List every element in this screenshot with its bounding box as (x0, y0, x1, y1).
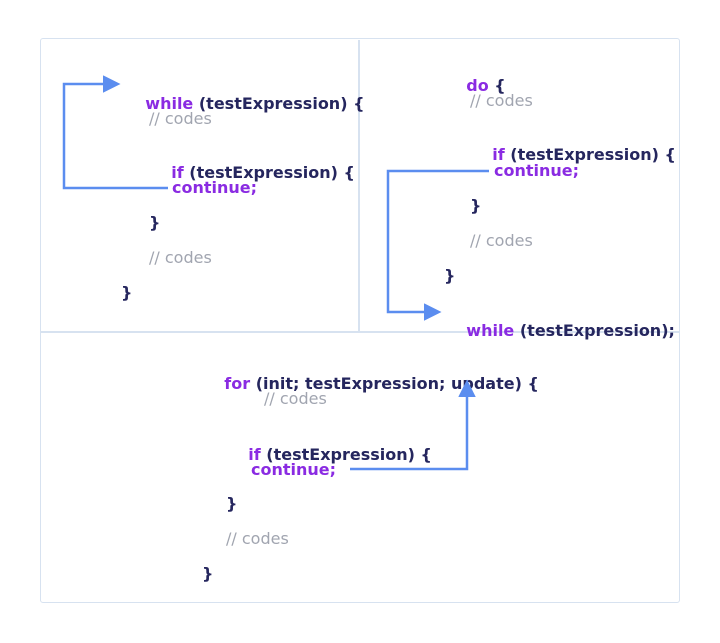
while-continue-statement: continue; (172, 178, 258, 197)
while-if-condition: (testExpression) { (183, 163, 355, 182)
do-comment-2: // codes (470, 231, 533, 250)
for-continue-statement: continue; (251, 460, 337, 479)
do-open-brace: { (488, 76, 506, 95)
for-comment-2: // codes (226, 529, 289, 548)
while-close-brace: } (121, 283, 133, 302)
for-statement: for (init; testExpression; update) { (202, 354, 539, 414)
do-comment-1: // codes (470, 91, 533, 110)
while-comment-1: // codes (149, 109, 212, 128)
while-if-keyword: if (171, 163, 184, 182)
do-if-condition: (testExpression) { (504, 145, 676, 164)
for-if-keyword: if (248, 445, 261, 464)
while-comment-2: // codes (149, 248, 212, 267)
for-keyword: for (224, 374, 251, 393)
for-if-close-brace: } (226, 494, 238, 513)
do-if-close-brace: } (470, 196, 482, 215)
panel-divider-vertical (358, 40, 360, 332)
diagram-frame (40, 38, 680, 603)
for-comment-1: // codes (264, 389, 327, 408)
do-close-brace: } (444, 266, 456, 285)
do-keyword: do (466, 76, 489, 95)
for-close-brace: } (202, 564, 214, 583)
do-while-keyword: while (466, 321, 515, 340)
while-if-close-brace: } (149, 213, 161, 232)
do-if-keyword: if (492, 145, 505, 164)
while-condition: (testExpression) { (193, 94, 365, 113)
do-continue-statement: continue; (494, 161, 580, 180)
do-statement: do { (444, 56, 506, 116)
while-if-statement: if (testExpression) { (149, 143, 355, 203)
do-while-condition: (testExpression); (514, 321, 675, 340)
panel-divider-horizontal (41, 331, 679, 333)
do-while-statement: while (testExpression); (444, 301, 675, 361)
do-if-statement: if (testExpression) { (470, 125, 676, 185)
